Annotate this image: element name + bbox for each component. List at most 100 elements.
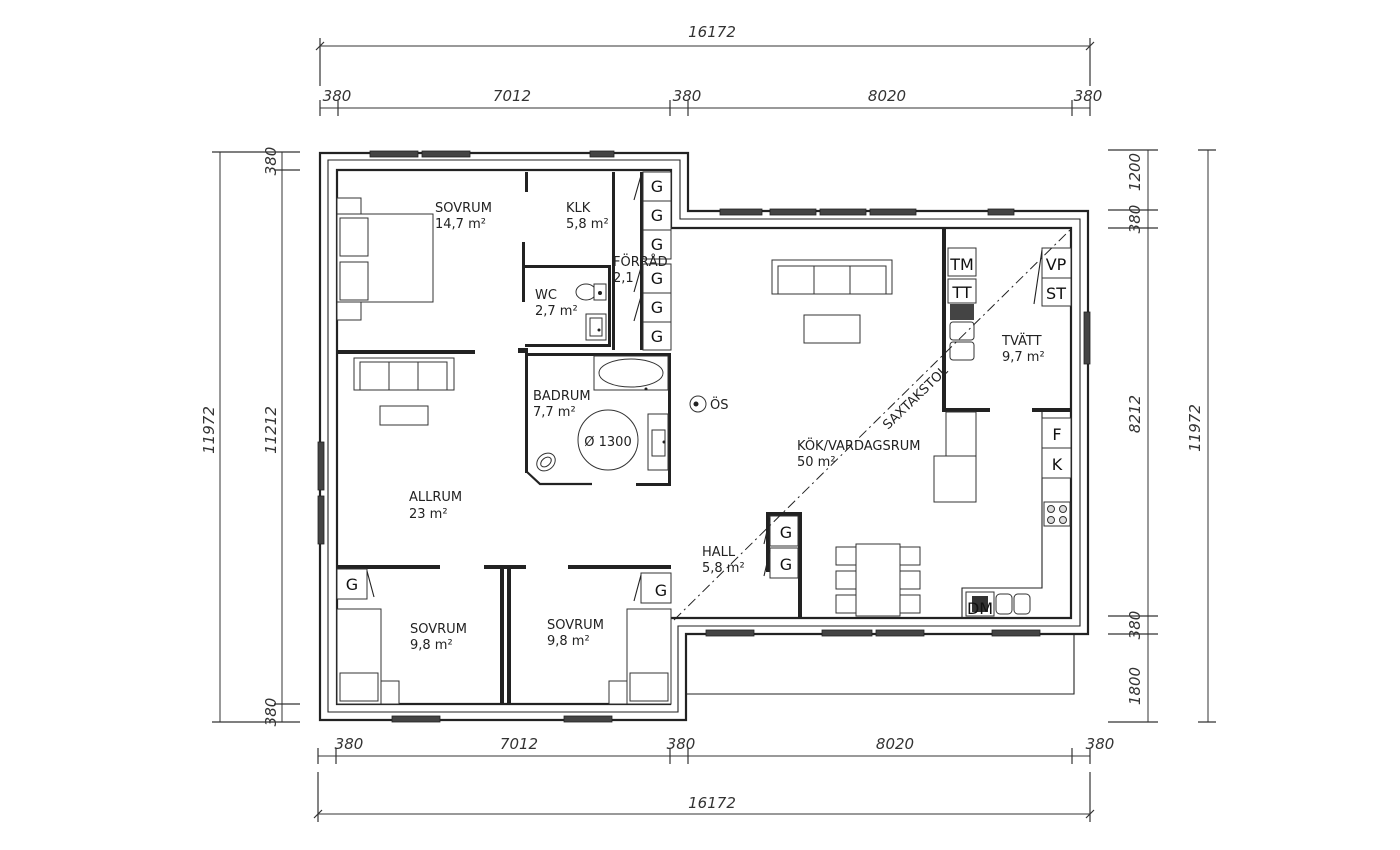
room-klk-area: 5,8 m² [566,217,609,232]
dishwasher-label: DM [967,599,993,618]
bed-double [336,197,434,321]
closet-g: G [651,269,663,288]
dim-top-seg-3: 380 [673,87,702,105]
dim-right-top-offset: 1200 [1126,153,1144,191]
dim-top-seg-5: 380 [1074,87,1103,105]
dim-left-inner: 11212 [262,406,280,454]
turning-circle-label: Ø 1300 [584,435,631,450]
dim-right-outer: 11972 [1186,404,1204,452]
room-labels: SOVRUM 14,7 m² KLK 5,8 m² FÖRRÅD 2,1 WC … [409,201,1045,653]
bed-single-left [336,608,400,705]
dim-top-seg-2: 7012 [493,87,531,105]
dim-right-bottom-offset: 1800 [1126,667,1144,705]
closets-hall: G G [763,515,799,579]
left-dimensions: 11972 380 11212 380 [200,147,300,727]
dim-top-seg-4: 8020 [868,87,906,105]
room-allrum-area: 23 m² [409,507,448,522]
room-sovrum-main-area: 14,7 m² [435,217,486,232]
bottom-dimensions: 380 7012 380 8020 380 16172 [313,735,1115,822]
room-kok-area: 50 m² [797,455,836,470]
window [589,150,615,158]
wc-fixtures [575,283,607,341]
dim-bottom-seg-4: 8020 [876,735,914,753]
room-forrad-area: 2,1 [613,271,634,286]
kitchen-counter: F K DM [961,412,1072,618]
window [769,208,817,216]
room-kok-name: KÖK/VARDAGSRUM [797,437,920,454]
heat-pump-label: VP [1046,255,1067,274]
windows [317,150,1091,723]
dim-left-top-wall: 380 [262,147,280,176]
window [563,715,613,723]
window [317,441,325,491]
room-tvatt-name: TVÄTT [1001,333,1042,349]
os-symbol: ÖS [689,395,728,413]
toilet [575,283,597,301]
closet-g: G [346,575,358,594]
saxtakstol-line [673,229,1071,621]
closet-g: G [780,555,792,574]
dim-left-bottom-wall: 380 [262,698,280,727]
dryer-label: TT [951,283,971,302]
room-wc-name: WC [535,288,557,303]
window [1083,311,1091,365]
window [987,208,1015,216]
badrum-fixtures: Ø 1300 [536,355,669,472]
closet-g: G [651,235,663,254]
cabinet-label: ST [1046,284,1066,303]
closets-bedrooms: G G [336,568,672,604]
dim-bottom-seg-5: 380 [1086,735,1115,753]
window [705,629,755,637]
dim-bottom-total: 16172 [688,794,736,812]
room-sovrum-left-name: SOVRUM [410,622,467,637]
room-allrum-name: ALLRUM [409,490,462,505]
closet-g: G [651,177,663,196]
window [875,629,925,637]
closets-klk: G G G G G G [633,171,672,351]
dim-bottom-seg-2: 7012 [500,735,538,753]
window [991,629,1041,637]
room-sovrum-main-name: SOVRUM [435,201,492,216]
dim-right-inner: 8212 [1126,395,1144,433]
window [819,208,867,216]
room-sovrum-left-area: 9,8 m² [410,638,453,653]
interior-walls [337,172,1072,704]
sofa-allrum [353,357,455,391]
room-wc-area: 2,7 m² [535,304,578,319]
turning-circle [577,409,639,471]
coffee-table-allrum [379,405,429,426]
closet-g: G [651,298,663,317]
room-forrad-name: FÖRRÅD [613,253,668,270]
room-badrum-name: BADRUM [533,389,591,404]
terrace-outline [685,634,1075,695]
right-dimensions: 1200 380 8212 380 1800 11972 [1108,149,1216,723]
coffee-table-living [803,314,861,344]
window [369,150,419,158]
closet-g: G [655,581,667,600]
dining-table [835,543,921,617]
room-badrum-area: 7,7 m² [533,405,576,420]
room-hall-name: HALL [702,545,736,560]
window [869,208,917,216]
bed-single-mid [608,608,672,705]
dim-right-top-wall: 380 [1126,205,1144,234]
os-label: ÖS [710,396,728,413]
top-dimensions: 16172 380 7012 380 8020 380 [315,23,1103,116]
window [317,495,325,545]
dim-bottom-seg-3: 380 [667,735,696,753]
window [391,715,441,723]
window [719,208,763,216]
dim-right-bottom-wall: 380 [1126,611,1144,640]
dim-bottom-seg-1: 380 [335,735,364,753]
washer-label: TM [949,255,974,274]
room-sovrum-mid-name: SOVRUM [547,618,604,633]
closet-g: G [651,206,663,225]
room-tvatt-area: 9,7 m² [1002,350,1045,365]
closet-g: G [651,327,663,346]
saxtakstol-label: SAXTAKSTOL [880,363,951,433]
window [421,150,471,158]
dim-top-seg-1: 380 [323,87,352,105]
freezer-label: K [1052,455,1063,474]
dim-left-outer: 11972 [200,406,218,454]
